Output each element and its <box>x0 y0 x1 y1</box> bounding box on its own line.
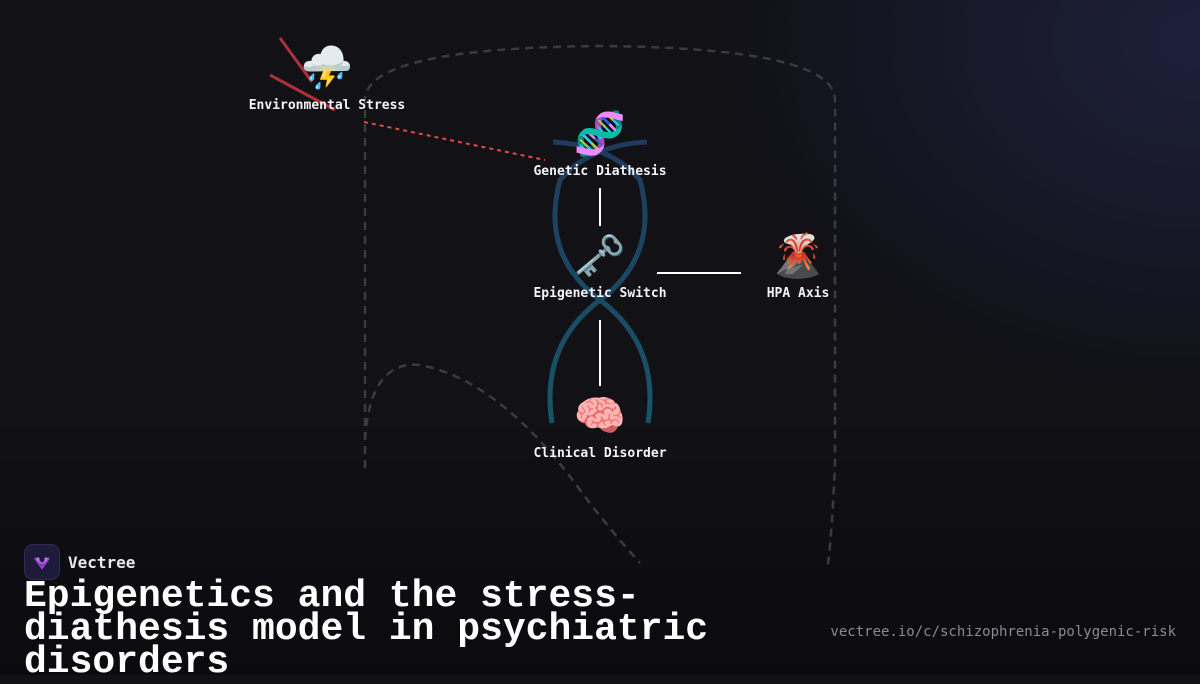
brand: Vectree <box>24 544 135 580</box>
page-title: Epigenetics and the stress-diathesis mod… <box>24 575 709 684</box>
node-label: Genetic Diathesis <box>533 164 667 179</box>
brand-name: Vectree <box>68 552 136 572</box>
edge-stress-to-diathesis <box>363 121 546 161</box>
stress-streak-1 <box>278 37 314 83</box>
node-hpa-axis: 🌋 HPA Axis <box>766 231 830 302</box>
head-outline-dashed <box>363 44 837 566</box>
thunderstorm-cloud-icon: ⛈️ <box>300 43 354 92</box>
node-epigenetic-switch: 🗝️ Epigenetic Switch <box>533 231 667 302</box>
node-clinical-disorder: 🧠 Clinical Disorder <box>533 391 667 462</box>
node-label: Clinical Disorder <box>533 446 667 461</box>
neck-outline-dashed <box>363 363 641 564</box>
source-url: vectree.io/c/schizophrenia-polygenic-ris… <box>830 624 1176 640</box>
volcano-icon: 🌋 <box>771 231 825 280</box>
dna-icon: 🧬 <box>573 109 627 158</box>
brain-icon: 🧠 <box>573 391 627 440</box>
stress-streak-2 <box>269 73 336 112</box>
helix-strand-left <box>547 139 648 424</box>
node-label: HPA Axis <box>766 286 830 301</box>
node-label: Epigenetic Switch <box>533 286 667 301</box>
node-label: Environmental Stress <box>248 98 406 113</box>
helix-strand-right <box>552 139 653 424</box>
vectree-logo-icon <box>24 544 60 580</box>
node-genetic-diathesis: 🧬 Genetic Diathesis <box>533 109 667 180</box>
old-key-icon: 🗝️ <box>573 231 627 280</box>
node-environmental-stress: ⛈️ Environmental Stress <box>248 43 406 114</box>
